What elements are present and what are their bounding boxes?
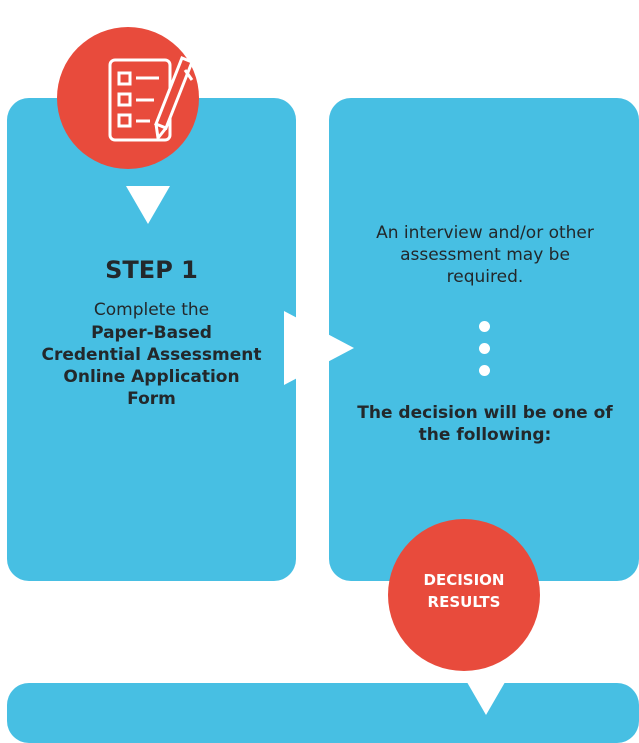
ellipsis-dot bbox=[479, 321, 490, 332]
decision-label-line1: DECISION bbox=[423, 571, 505, 589]
decision-text: The decision will be one of the followin… bbox=[357, 403, 613, 445]
assessment-note: An interview and/or other assessment may… bbox=[376, 223, 594, 287]
ellipsis-dot bbox=[479, 365, 490, 376]
next-step-arrow bbox=[284, 311, 354, 385]
step-intro-text: Complete the bbox=[93, 300, 210, 320]
step-pointer-arrow bbox=[126, 186, 170, 224]
step-panel bbox=[7, 98, 296, 581]
form-name-text: Paper-Based Credential Assessment Online… bbox=[41, 323, 262, 409]
decision-results-badge bbox=[388, 519, 540, 671]
results-panel bbox=[7, 683, 639, 743]
ellipsis-dot bbox=[479, 343, 490, 354]
decision-label-line2: RESULTS bbox=[427, 593, 501, 611]
step-title: STEP 1 bbox=[105, 256, 198, 284]
decision-results-label: DECISION RESULTS bbox=[388, 569, 540, 613]
checklist-pen-icon bbox=[106, 54, 200, 154]
assessment-panel bbox=[329, 98, 639, 581]
decision-pointer-arrow bbox=[464, 677, 508, 715]
